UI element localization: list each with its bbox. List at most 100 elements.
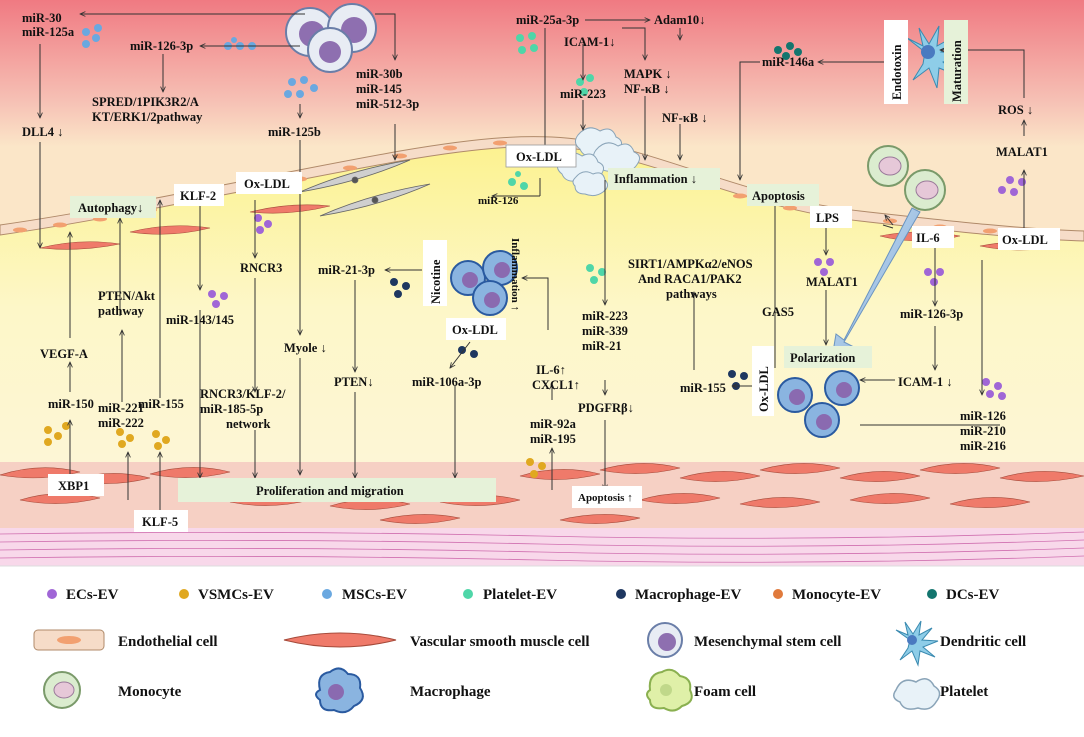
mesenchymal-stem-cell-cluster <box>285 3 377 73</box>
svg-text:DCs-EV: DCs-EV <box>946 587 1000 603</box>
label-mir30: miR-30 <box>22 11 62 25</box>
svg-text:Monocyte-EV: Monocyte-EV <box>792 587 881 603</box>
svg-text:VSMCs-EV: VSMCs-EV <box>198 587 274 603</box>
adventitia-layer <box>0 528 1084 566</box>
legend-item-macrophage-ev: Macrophage-EV <box>616 587 742 603</box>
label-pten: PTEN↓ <box>334 375 374 389</box>
legend-label-monocyte: Monocyte <box>118 684 182 700</box>
label-mir222: miR-222 <box>98 416 144 430</box>
label-mir126-3p-right: miR-126-3p <box>900 307 963 321</box>
legend-label-endothelial-cell: Endothelial cell <box>118 634 218 650</box>
label-mir339: miR-339 <box>582 324 628 338</box>
legend-label-foam-cell: Foam cell <box>694 684 756 700</box>
label-icam1-right: ICAM-1 ↓ <box>898 375 953 389</box>
label-mir25a: miR-25a-3p <box>516 13 579 27</box>
legend-item-ecs-ev: ECs-EV <box>47 587 119 603</box>
mesenchymal-stem-cell-icon <box>647 622 683 658</box>
label-malat1-right: MALAT1 <box>996 145 1048 159</box>
label-nicotine: Nicotine <box>429 259 443 304</box>
legend-label-smooth-muscle-cell: Vascular smooth muscle cell <box>410 634 590 650</box>
label-xbp1: XBP1 <box>58 479 89 493</box>
label-pdgfrb: PDGFRβ↓ <box>578 401 634 415</box>
label-mapk: MAPK ↓ <box>624 67 672 81</box>
monocyte-cells <box>867 145 946 211</box>
label-sirt1-3: pathways <box>666 287 717 301</box>
label-icam1-top: ICAM-1↓ <box>564 35 615 49</box>
label-mir21: miR-21 <box>582 339 622 353</box>
svg-text:ECs-EV: ECs-EV <box>66 587 119 603</box>
macrophage-cluster-center <box>450 250 518 316</box>
label-dll4: DLL4 ↓ <box>22 125 63 139</box>
label-nfkb-a: NF-κB ↓ <box>624 82 669 96</box>
label-mir21-3p: miR-21-3p <box>318 263 375 277</box>
label-mir512: miR-512-3p <box>356 97 419 111</box>
label-mir143: miR-143/145 <box>166 313 234 327</box>
label-proliferation: Proliferation and migration <box>256 484 404 498</box>
label-sirt1-2: And RACA1/PAK2 <box>638 272 742 286</box>
label-endotoxin: Endotoxin <box>890 44 904 100</box>
label-mir223-top: miR-223 <box>560 87 606 101</box>
legend-label-macrophage: Macrophage <box>410 684 491 700</box>
label-mir145: miR-145 <box>356 82 402 96</box>
legend-label-dendritic-cell: Dendritic cell <box>940 634 1026 650</box>
label-inflammation-up: Inflammation ↑ <box>509 238 521 311</box>
label-oxldl-right: Ox-LDL <box>1002 233 1048 247</box>
svg-text:Macrophage-EV: Macrophage-EV <box>635 587 742 603</box>
label-mir125a: miR-125a <box>22 25 75 39</box>
label-polarization: Polarization <box>790 351 855 365</box>
label-rncr3net-3: network <box>226 417 270 431</box>
legend-item-platelet-ev: Platelet-EV <box>463 587 557 603</box>
label-nfkb-b: NF-κB ↓ <box>662 111 707 125</box>
label-mir146a: miR-146a <box>762 55 815 69</box>
label-mir92a: miR-92a <box>530 417 577 431</box>
label-rncr3net-2: miR-185-5p <box>200 402 263 416</box>
label-klf5: KLF-5 <box>142 515 178 529</box>
label-gas5: GAS5 <box>762 305 794 319</box>
label-maturation: Maturation <box>950 40 964 102</box>
legend-label-mesenchymal-stem-cell: Mesenchymal stem cell <box>694 634 841 650</box>
label-oxldl-left: Ox-LDL <box>244 177 290 191</box>
label-boxes <box>48 20 1060 532</box>
label-mir155-right: miR-155 <box>680 381 726 395</box>
label-cxcl1: CXCL1↑ <box>532 378 580 392</box>
smooth-muscle-cell-icon <box>283 632 397 648</box>
macrophage-cluster-right <box>777 370 860 438</box>
foam-cell-icon <box>646 668 693 712</box>
label-mir30b: miR-30b <box>356 67 403 81</box>
label-il6-right: IL-6 <box>916 231 940 245</box>
label-pten-akt-2: pathway <box>98 304 145 318</box>
legend-cells: Endothelial cell Vascular smooth muscle … <box>33 620 1026 714</box>
label-lps: LPS <box>816 211 839 225</box>
label-sirt1-1: SIRT1/AMPKα2/eNOS <box>628 257 753 271</box>
grey-spindle-cells <box>299 159 431 217</box>
label-mir155-left: miR-155 <box>138 397 184 411</box>
label-klf2: KLF-2 <box>180 189 216 203</box>
label-mir126-3p-top: miR-126-3p <box>130 39 193 53</box>
label-apoptosis-top: Apoptosis <box>752 189 805 203</box>
label-mir195: miR-195 <box>530 432 576 446</box>
label-inflammation-down: Inflammation ↓ <box>614 172 697 186</box>
label-vegfa: VEGF-A <box>40 347 88 361</box>
label-myole: Myole ↓ <box>284 341 327 355</box>
legend-item-monocyte-ev: Monocyte-EV <box>773 587 881 603</box>
label-mir106a: miR-106a-3p <box>412 375 481 389</box>
pathway-arrows <box>40 14 1024 510</box>
label-autophagy: Autophagy↓ <box>78 201 143 215</box>
label-spred-2: KT/ERK1/2pathway <box>92 110 203 124</box>
svg-text:Platelet-EV: Platelet-EV <box>483 587 557 603</box>
platelet-icon <box>893 678 941 710</box>
label-ros: ROS ↓ <box>998 103 1033 117</box>
legend-ev-row: ECs-EV VSMCs-EV MSCs-EV Platelet-EV Macr… <box>47 587 1000 603</box>
label-mir223-b: miR-223 <box>582 309 628 323</box>
label-oxldl-mid: Ox-LDL <box>452 323 498 337</box>
label-spred-1: SPRED/1PIK3R2/A <box>92 95 199 109</box>
legend-label-platelet: Platelet <box>940 684 988 700</box>
legend-item-mscs-ev: MSCs-EV <box>322 587 407 603</box>
label-mir216: miR-216 <box>960 439 1006 453</box>
label-mir221: miR-221 <box>98 401 144 415</box>
label-apoptosis-bottom: Apoptosis ↑ <box>578 492 633 504</box>
media-smooth-muscle-layer <box>0 462 1084 530</box>
